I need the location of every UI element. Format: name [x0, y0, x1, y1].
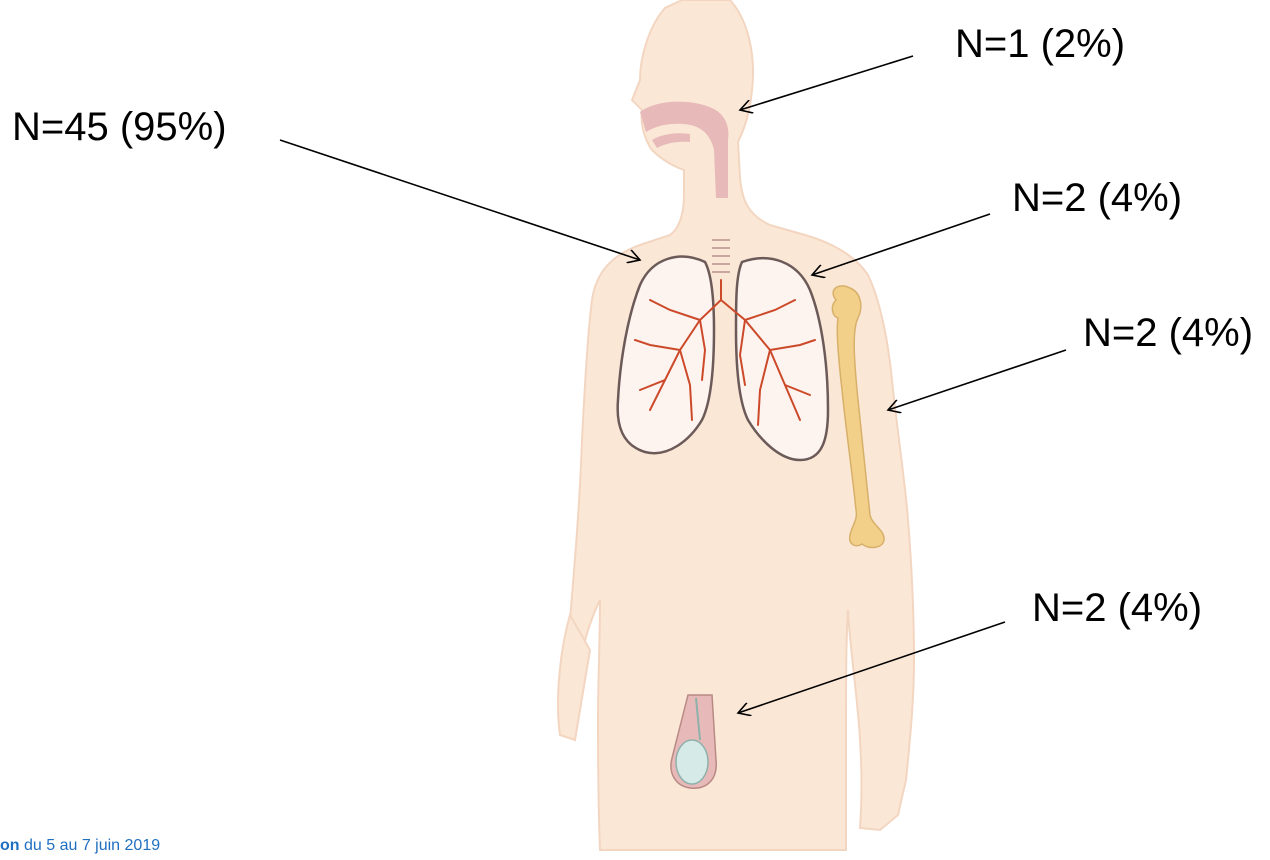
- label-upper-airway: N=1 (2%): [955, 24, 1125, 64]
- label-lung: N=45 (95%): [12, 107, 227, 147]
- arrow-pleura: [812, 214, 990, 275]
- footer-text: du 5 au 7 juin 2019: [20, 837, 161, 854]
- arrow-bone: [888, 350, 1066, 410]
- label-genital: N=2 (4%): [1032, 588, 1202, 628]
- label-pleura: N=2 (4%): [1012, 178, 1182, 218]
- footer-bold: on: [0, 837, 20, 854]
- label-bone: N=2 (4%): [1083, 313, 1253, 353]
- arrow-lung: [280, 140, 640, 260]
- arrow-upper-airway: [740, 56, 913, 110]
- footer-caption: on du 5 au 7 juin 2019: [0, 838, 160, 854]
